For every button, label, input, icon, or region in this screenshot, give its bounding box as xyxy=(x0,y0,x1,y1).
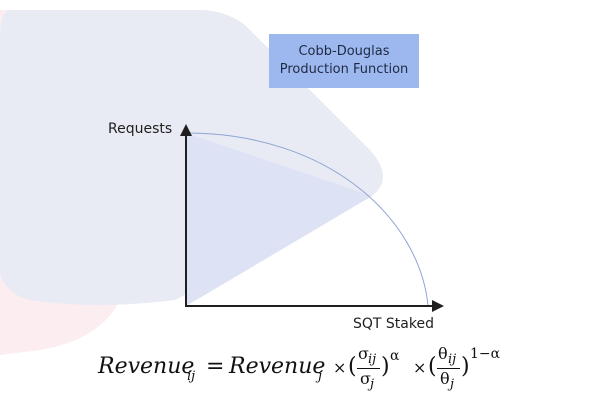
formula-theta-denominator-subscript: j xyxy=(450,377,455,392)
x-axis-arrow xyxy=(432,300,444,312)
formula-open-paren-1: ( xyxy=(348,354,357,379)
formula-one-minus-alpha-exponent: 1−α xyxy=(470,346,501,362)
formula-theta-numerator-subscript: ij xyxy=(448,352,457,367)
production-curve xyxy=(185,132,429,307)
y-axis-arrow xyxy=(180,124,192,136)
formula-open-paren-2: ( xyxy=(428,354,437,379)
formula-alpha-exponent: α xyxy=(390,348,400,364)
formula-lhs-subscript: ij xyxy=(187,369,196,384)
formula-fraction-line-1 xyxy=(357,368,380,369)
formula-rhs-name: Revenue xyxy=(229,354,326,379)
production-triangle xyxy=(186,133,372,306)
formula-sigma-numerator: σ xyxy=(358,344,369,363)
title-line-2: Production Function xyxy=(279,62,409,77)
formula-close-paren-2: ) xyxy=(461,354,470,379)
formula-sigma-denominator: σ xyxy=(360,369,371,388)
formula-sigma-numerator-subscript: ij xyxy=(368,352,377,367)
formula-lhs-name: Revenue xyxy=(98,354,195,379)
revenue-formula: Revenue ij = Revenue j × ( σ ij σ j ) α … xyxy=(95,340,515,400)
x-axis-label: SQT Staked xyxy=(353,316,434,332)
formula-equals: = xyxy=(206,354,225,379)
formula-theta-numerator: θ xyxy=(438,344,448,363)
formula-rhs-subscript: j xyxy=(318,369,323,384)
formula-fraction-line-2 xyxy=(437,368,460,369)
title-line-1: Cobb-Douglas xyxy=(298,44,390,59)
formula-sigma-denominator-subscript: j xyxy=(370,377,375,392)
formula-theta-denominator: θ xyxy=(440,369,450,388)
chart-title-box: Cobb-Douglas Production Function xyxy=(269,34,419,88)
formula-times-2: × xyxy=(413,358,427,377)
formula-times-1: × xyxy=(333,358,347,377)
formula-close-paren-1: ) xyxy=(381,354,390,379)
y-axis-label: Requests xyxy=(108,121,173,137)
